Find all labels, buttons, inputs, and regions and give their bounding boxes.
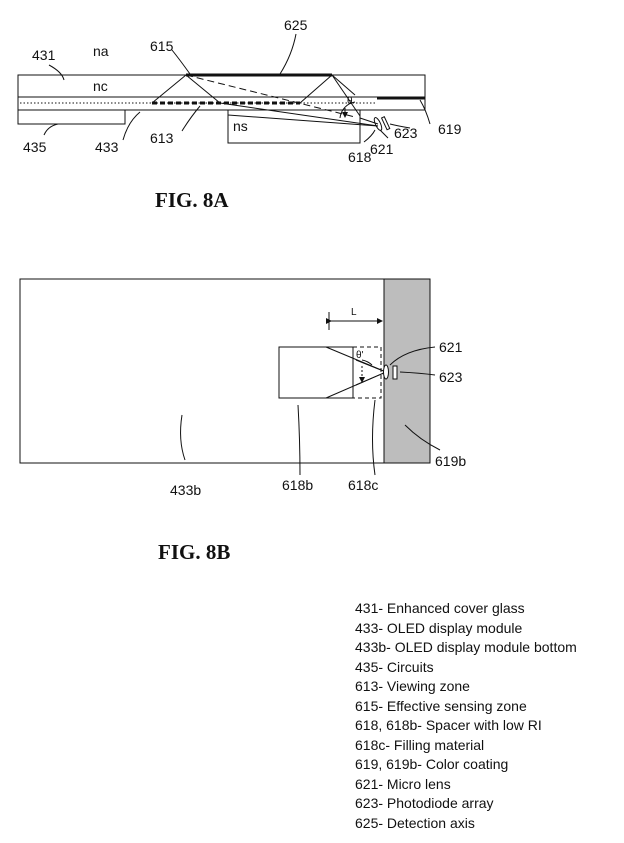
legend-item: 615- Effective sensing zone — [355, 697, 527, 714]
leader-lines-8a — [43, 33, 431, 143]
micro-lens-621b — [383, 364, 389, 380]
ray-lines — [151, 74, 379, 127]
theta-arc-8a — [339, 101, 356, 119]
label-theta-8a: θ — [347, 96, 353, 107]
spacer-618b — [278, 346, 354, 399]
caption-fig-8b: FIG. 8B — [158, 540, 230, 564]
spacer-618 — [227, 110, 361, 144]
caption-fig-8a: FIG. 8A — [155, 188, 229, 212]
legend-item: 623- Photodiode array — [355, 795, 494, 811]
label-623: 623 — [394, 125, 418, 141]
oled-bottom-433b — [19, 278, 385, 464]
photodiode-623b — [392, 365, 398, 380]
cover-glass-431 — [17, 74, 426, 98]
legend-item: 625- Detection axis — [355, 814, 475, 831]
label-618: 618 — [348, 149, 372, 165]
label-619b: 619b — [435, 453, 466, 469]
label-433b: 433b — [170, 482, 201, 498]
label-theta-prime: θ' — [356, 350, 364, 361]
legend-item: 431- Enhanced cover glass — [355, 600, 525, 616]
label-435: 435 — [23, 139, 47, 155]
color-coating-619b — [383, 278, 431, 464]
legend-item: 433- OLED display module — [355, 619, 523, 636]
label-613: 613 — [150, 130, 174, 146]
legend-item: 433b- OLED display module bottom — [355, 639, 577, 655]
label-619: 619 — [438, 121, 462, 137]
label-618b: 618b — [282, 477, 313, 493]
circuits-435 — [17, 110, 126, 125]
label-621b: 621 — [439, 339, 463, 355]
legend-item: 618c- Filling material — [355, 736, 485, 753]
label-615: 615 — [150, 38, 174, 54]
label-623b: 623 — [439, 369, 463, 385]
legend-item: 619, 619b- Color coating — [355, 756, 509, 772]
label-625: 625 — [284, 17, 308, 33]
leader-lines-8b — [180, 346, 441, 476]
legend-item: 618, 618b- Spacer with low RI — [355, 717, 542, 733]
fig-8b: L θ' 621 623 433b 618b 618c 619b FIG. 8B — [19, 278, 466, 564]
label-na: na — [93, 43, 109, 59]
legend-item: 621- Micro lens — [355, 775, 451, 792]
theta-arc-8b — [361, 359, 373, 366]
photodiode-623 — [380, 116, 391, 131]
legend-item: 613- Viewing zone — [355, 678, 470, 694]
label-621: 621 — [370, 141, 394, 157]
label-618c: 618c — [348, 477, 378, 493]
fig-8a: 431 na 615 625 nc θ ns 435 433 613 618 6… — [17, 17, 462, 212]
reference-legend: 431- Enhanced cover glass 433- OLED disp… — [355, 599, 620, 833]
ray-lines-8b — [325, 346, 387, 399]
label-nc: nc — [93, 78, 108, 94]
label-L: L — [351, 307, 357, 318]
legend-item: 435- Circuits — [355, 658, 434, 675]
label-433: 433 — [95, 139, 119, 155]
label-431: 431 — [32, 47, 56, 63]
label-ns: ns — [233, 118, 248, 134]
filling-618c — [352, 346, 382, 399]
oled-module-433 — [17, 96, 426, 111]
